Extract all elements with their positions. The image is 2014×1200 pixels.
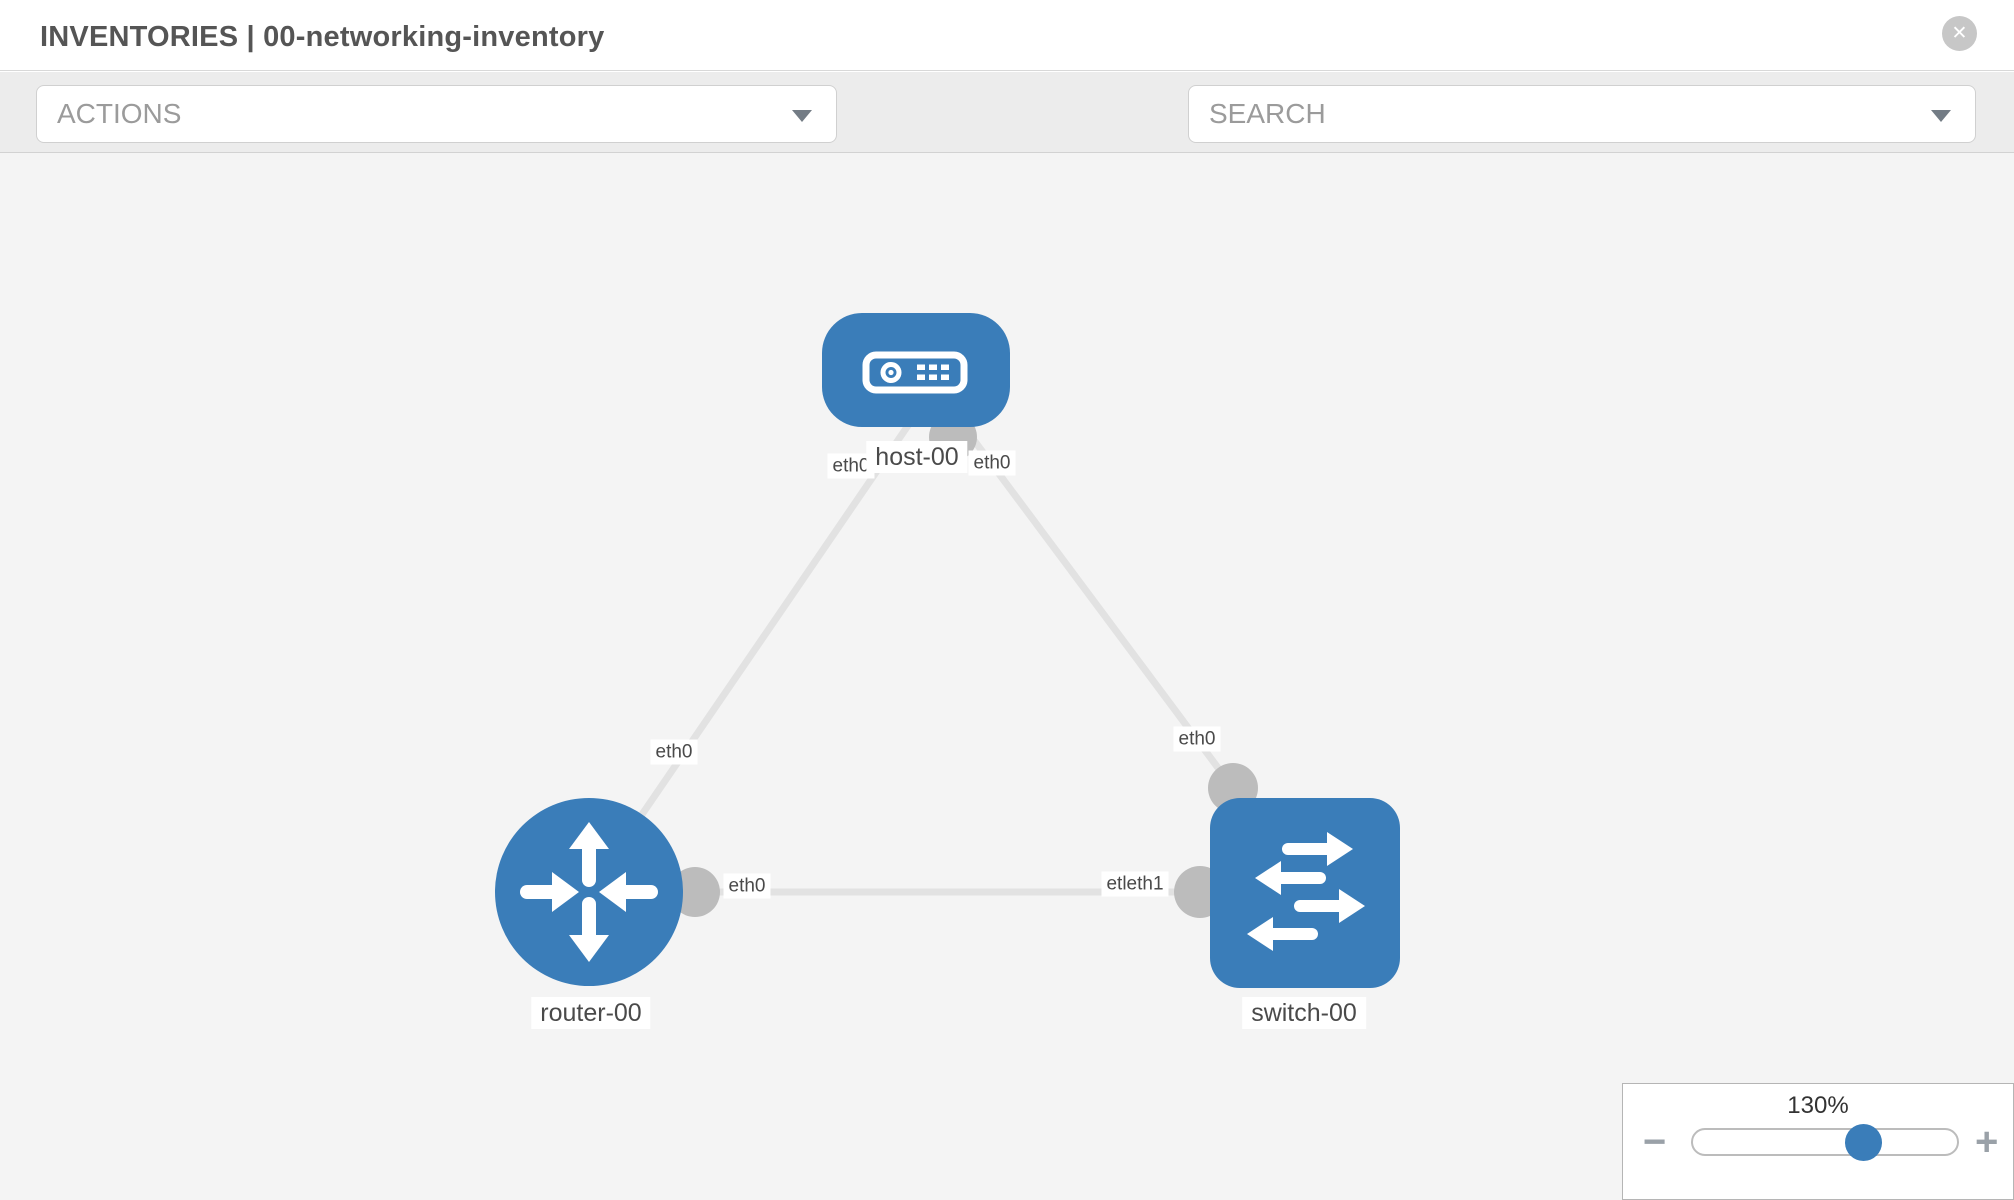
node-router-00[interactable] (495, 798, 683, 986)
port-router-right[interactable] (670, 867, 720, 917)
interface-label: eth0 (723, 873, 771, 899)
zoom-level: 130% (1787, 1092, 1849, 1119)
close-icon[interactable]: ✕ (1942, 16, 1977, 51)
chevron-down-icon[interactable] (1931, 110, 1951, 122)
switch-icon (1247, 832, 1365, 951)
page-title: INVENTORIES | 00-networking-inventory (40, 21, 605, 53)
node-name-router: router-00 (531, 997, 651, 1029)
actions-dropdown[interactable]: ACTIONS (36, 85, 837, 143)
zoom-panel: 130% − + (1622, 1083, 2014, 1200)
interface-label: eth0 (968, 450, 1016, 476)
host-icon (862, 351, 968, 394)
node-host-00[interactable] (822, 313, 1010, 427)
toolbar: ACTIONS (0, 72, 2014, 206)
topology-canvas[interactable]: eth0 eth0 eth0 eth0 eth0 etleth1 host-00… (0, 153, 2014, 1200)
node-switch-00[interactable] (1210, 798, 1400, 988)
link-router-host[interactable] (586, 406, 923, 894)
interface-label: eth0 (650, 739, 698, 765)
node-name-switch: switch-00 (1242, 997, 1366, 1029)
router-icon (520, 822, 658, 962)
zoom-out-button[interactable]: − (1643, 1120, 1667, 1164)
topology-graph (495, 313, 1400, 988)
interface-label: eth0 (1173, 726, 1221, 752)
panel-header: INVENTORIES | 00-networking-inventory ✕ (0, 0, 2014, 71)
zoom-slider-track[interactable] (1691, 1128, 1959, 1156)
node-name-host: host-00 (866, 441, 968, 473)
zoom-in-button[interactable]: + (1975, 1120, 1999, 1164)
search-input[interactable] (1189, 86, 1939, 142)
zoom-slider-thumb[interactable] (1845, 1124, 1882, 1161)
actions-dropdown-label: ACTIONS (57, 98, 182, 129)
search-combo[interactable] (1188, 85, 1976, 143)
chevron-down-icon[interactable] (792, 110, 812, 122)
interface-label: etleth1 (1101, 871, 1169, 897)
